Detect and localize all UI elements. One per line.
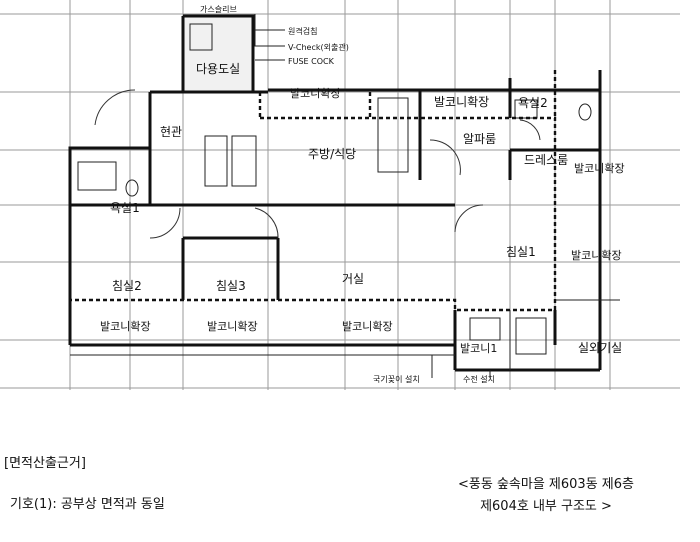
area-note: 기호(1): 공부상 면적과 동일	[10, 497, 165, 512]
plan-caption-line2: 제604호 내부 구조도 >	[480, 499, 612, 514]
room-label-bath1: 욕실1	[110, 201, 140, 215]
room-label-living: 거실	[342, 272, 364, 286]
annotation-faucet: 수전 설치	[463, 374, 495, 384]
area-basis-title: [면적산출근거]	[4, 456, 86, 471]
room-label-bed3: 침실3	[216, 279, 246, 293]
room-label-kitchen: 주방/식당	[308, 147, 356, 161]
annotation-leaders	[254, 14, 491, 378]
annotation-flagpole: 국기꽂이 설치	[373, 374, 420, 384]
balcony-boundaries	[68, 70, 557, 345]
floor-plan: 다용도실 현관 욕실1 주방/식당 알파룸 욕실2 드레스룸 침실1 침실2 침…	[0, 0, 680, 390]
room-label-bed2: 침실2	[112, 279, 142, 293]
balcony-labels: 발코니확장 발코니확장 발코니확장 발코니확장 발코니확장 발코니확장 발코니확…	[100, 87, 625, 355]
room-label-dress: 드레스룸	[524, 153, 568, 167]
room-label-bath2: 욕실2	[518, 96, 548, 110]
fixtures	[77, 23, 592, 355]
room-label-utility: 다용도실	[196, 62, 240, 76]
balcony-label-bottom-b: 발코니확장	[207, 320, 258, 333]
balcony-label-top-b: 발코니확장	[434, 95, 489, 109]
room-label-outdoor-ac: 실외기실	[578, 341, 622, 355]
room-label-entrance: 현관	[160, 125, 182, 139]
balcony-label-bottom-c: 발코니확장	[342, 320, 393, 333]
balcony-label-right-b: 발코니확장	[571, 249, 622, 262]
annotation-fuse-cock: FUSE COCK	[288, 57, 335, 66]
plan-annotations: 가스슬리브 원격검침 V-Check(외출관) FUSE COCK 국기꽂이 설…	[200, 4, 495, 384]
annotation-vcheck: V-Check(외출관)	[288, 42, 349, 52]
room-labels: 다용도실 현관 욕실1 주방/식당 알파룸 욕실2 드레스룸 침실1 침실2 침…	[110, 62, 622, 355]
plan-caption-line1: <풍동 숲속마을 제603동 제6층	[458, 477, 634, 492]
balcony-label-right-a: 발코니확장	[574, 162, 625, 175]
balcony-label-top-a: 발코니확장	[290, 87, 341, 100]
walls	[68, 14, 620, 372]
annotation-gas-sleeve: 가스슬리브	[200, 4, 237, 14]
door-swings	[94, 89, 541, 239]
plan-caption: <풍동 숲속마을 제603동 제6층 제604호 내부 구조도 >	[408, 474, 684, 518]
balcony-label-small: 발코니1	[460, 342, 497, 355]
room-label-bed1: 침실1	[506, 245, 536, 259]
balcony-label-bottom-a: 발코니확장	[100, 320, 151, 333]
room-label-alpha: 알파룸	[463, 132, 496, 146]
annotation-remote-meter: 원격검침	[288, 26, 317, 36]
